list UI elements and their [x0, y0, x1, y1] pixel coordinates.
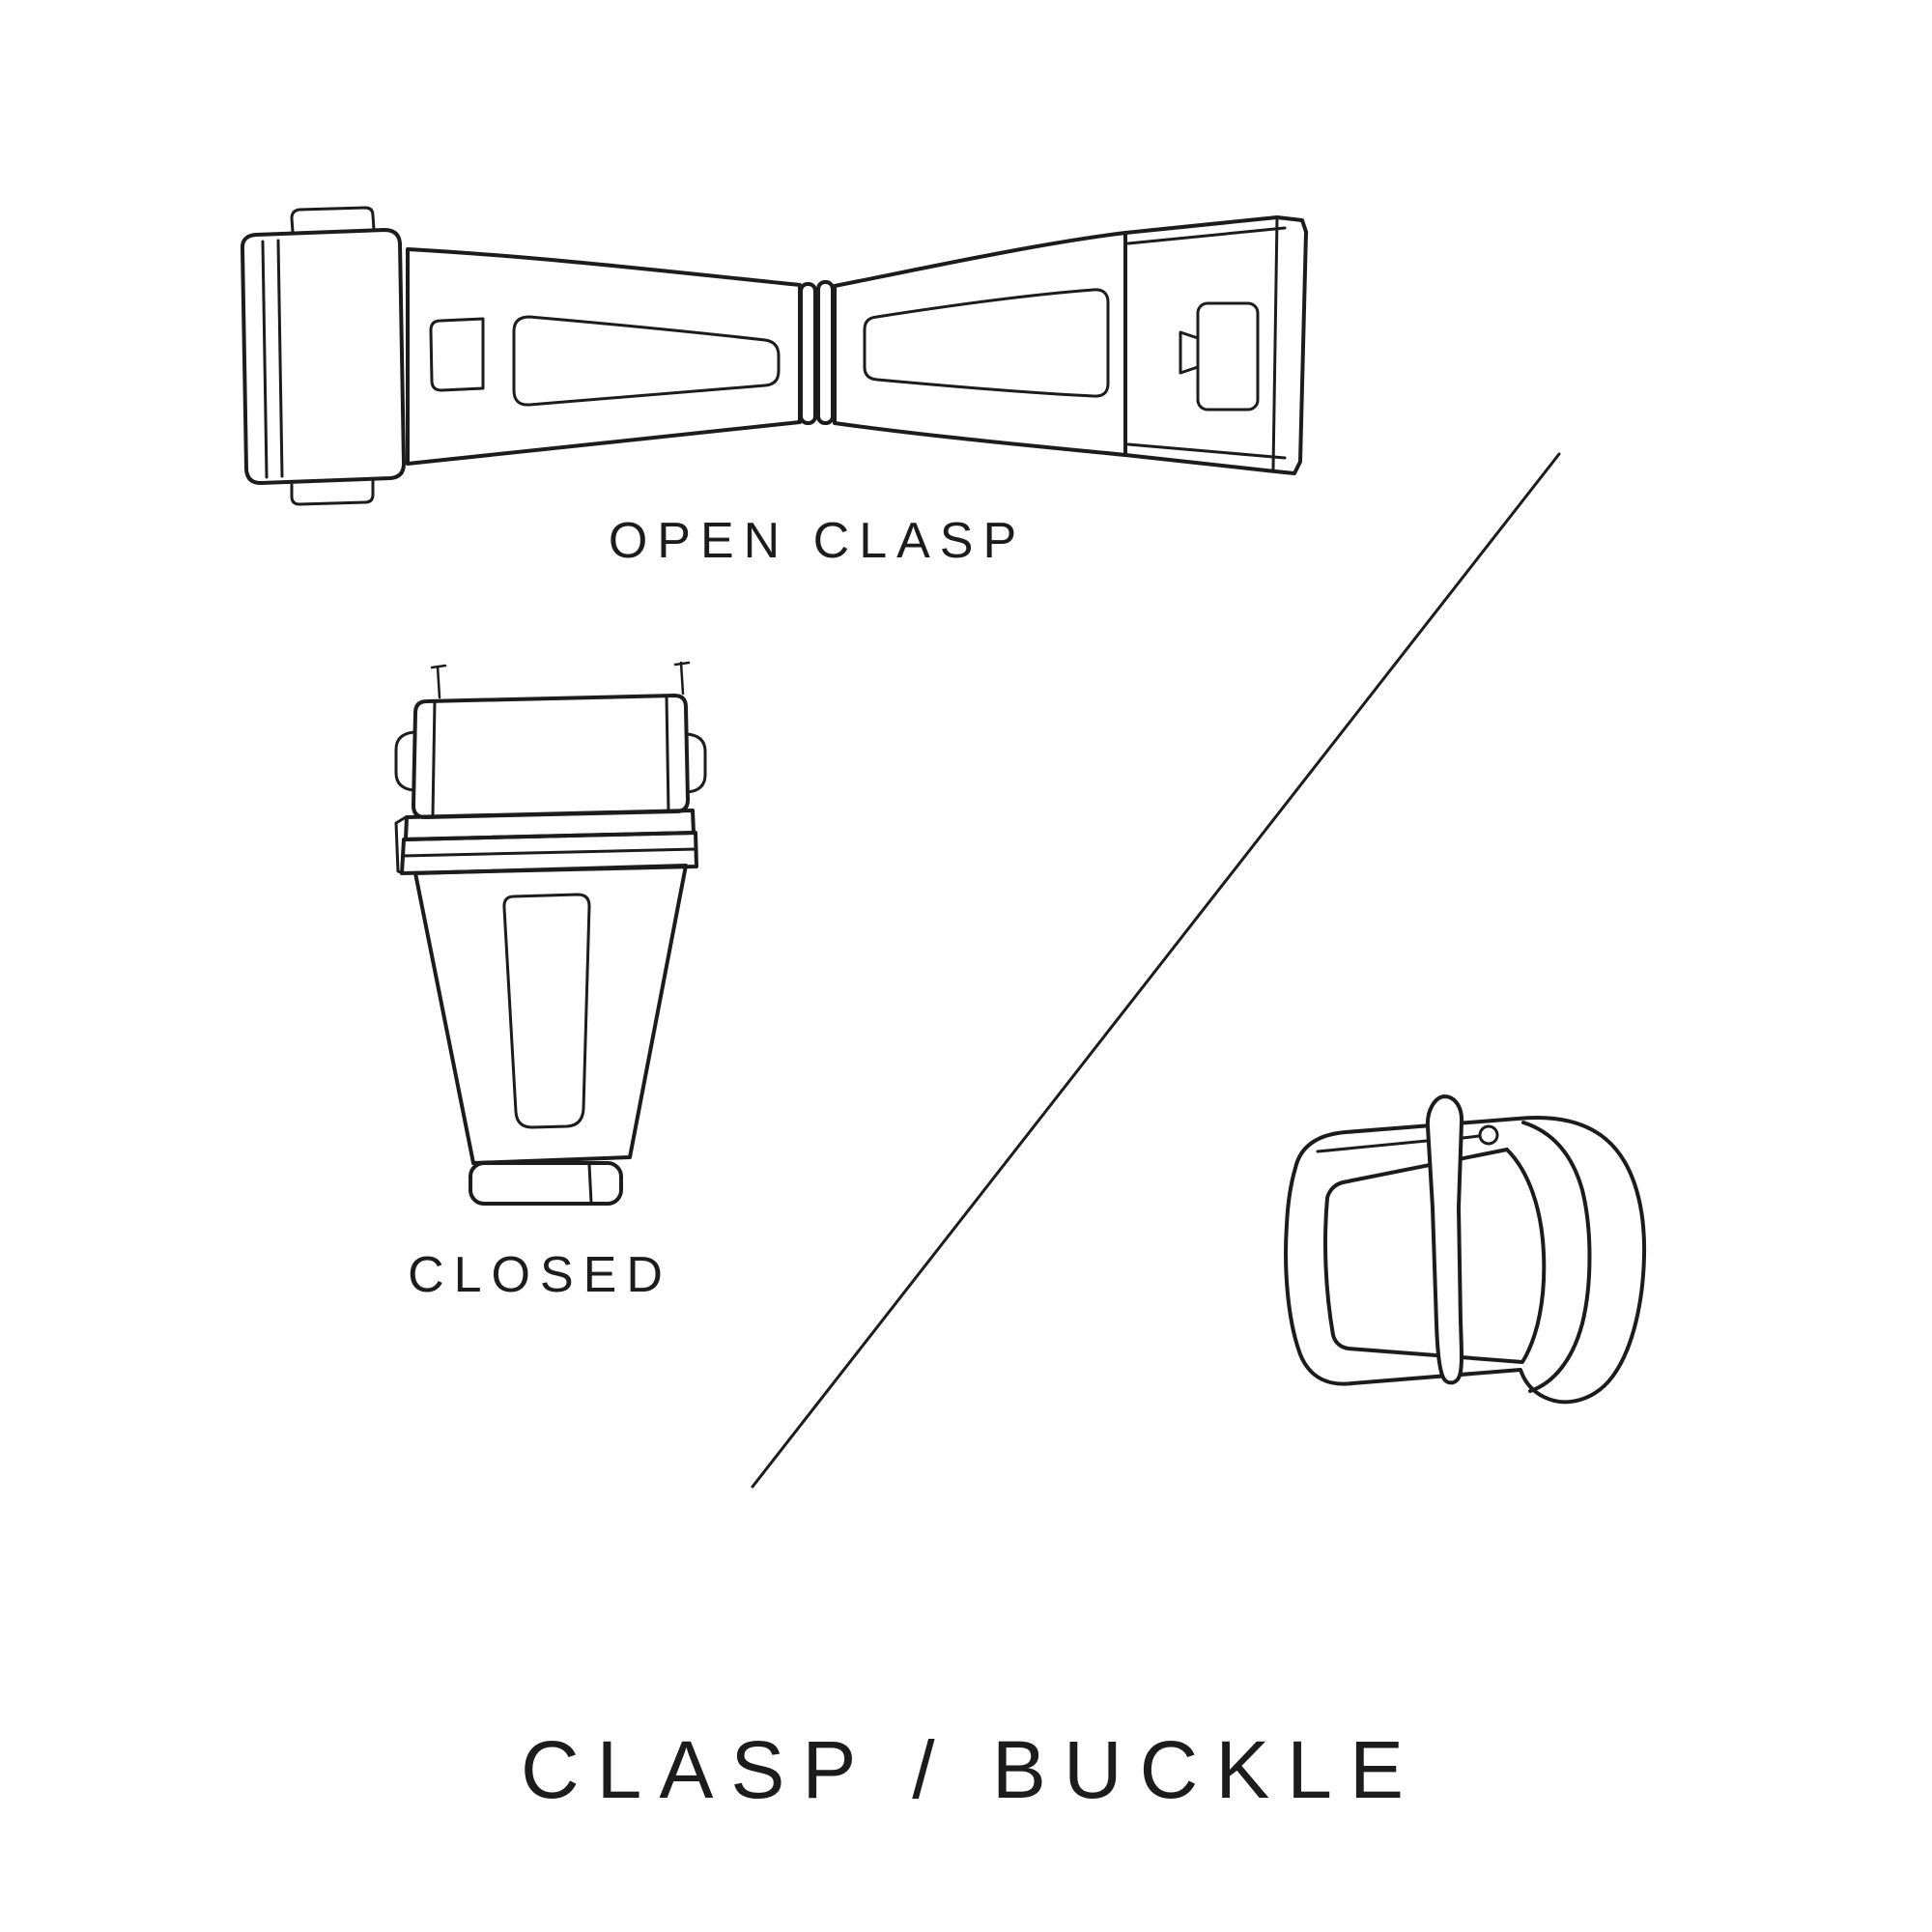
clasp-right-arm-inner: [863, 288, 1110, 398]
closed-clasp-cover: [412, 694, 690, 819]
clasp-left-arm-inner: [512, 315, 781, 407]
clasp-end-link-edge: [1271, 216, 1279, 471]
closed-clasp-pin-left: [430, 664, 447, 699]
closed-clasp-band-2: [400, 831, 698, 875]
closed-clasp-side-tab: [394, 815, 408, 875]
closed-clasp-slot: [502, 893, 591, 1129]
buckle-pin-bar-left: [1316, 1139, 1429, 1153]
clasp-end-tab-notch: [1179, 330, 1200, 375]
clasp-hinge-bar-2: [816, 280, 835, 425]
diagram-title: CLASP / BUCKLE: [520, 1724, 1422, 1815]
clasp-left-cover-top-tab: [290, 206, 376, 234]
closed-clasp-body: [413, 864, 688, 1165]
tang-buckle-illustration: [1284, 1094, 1647, 1405]
clasp-hinge-bar-1: [799, 282, 817, 425]
buckle-right-band-edge: [1521, 1121, 1592, 1393]
closed-clasp-label: CLOSED: [408, 1247, 672, 1303]
closed-clasp-foot-line: [587, 1163, 593, 1205]
closed-clasp-foot: [469, 1161, 623, 1206]
divider-line: [751, 452, 1561, 1489]
buckle-pin-ring: [1478, 1124, 1499, 1146]
closed-clasp-band-line: [401, 847, 698, 858]
open-clasp-label: OPEN CLASP: [608, 513, 1027, 569]
closed-clasp-ear-right: [686, 732, 707, 794]
buckle-pin-bar-right: [1461, 1134, 1481, 1140]
buckle-inner-opening: [1323, 1148, 1547, 1364]
open-clasp-illustration: [240, 206, 1308, 506]
closed-clasp-cover-edge-left: [431, 699, 437, 818]
clasp-right-arm: [833, 231, 1127, 457]
clasp-catch-tab: [429, 317, 485, 392]
clasp-left-cover: [240, 228, 406, 485]
clasp-end-tab: [1196, 301, 1260, 412]
clasp-left-cover-bottom-tab: [290, 479, 375, 506]
buckle-frame-outer: [1284, 1116, 1647, 1405]
clasp-left-arm: [406, 247, 802, 466]
clasp-end-link-top-line: [1126, 226, 1287, 245]
clasp-left-cover-edge-2: [276, 239, 284, 478]
closed-clasp-illustration: [394, 661, 707, 1206]
closed-clasp-ear-left: [394, 730, 415, 792]
clasp-end-link: [1123, 215, 1308, 475]
buckle-tang: [1425, 1094, 1464, 1385]
clasp-end-link-bottom-line: [1126, 442, 1287, 460]
closed-clasp-pin-right: [673, 661, 691, 696]
clasp-left-cover-edge-1: [261, 240, 269, 479]
closed-clasp-cover-edge-right: [665, 695, 670, 813]
